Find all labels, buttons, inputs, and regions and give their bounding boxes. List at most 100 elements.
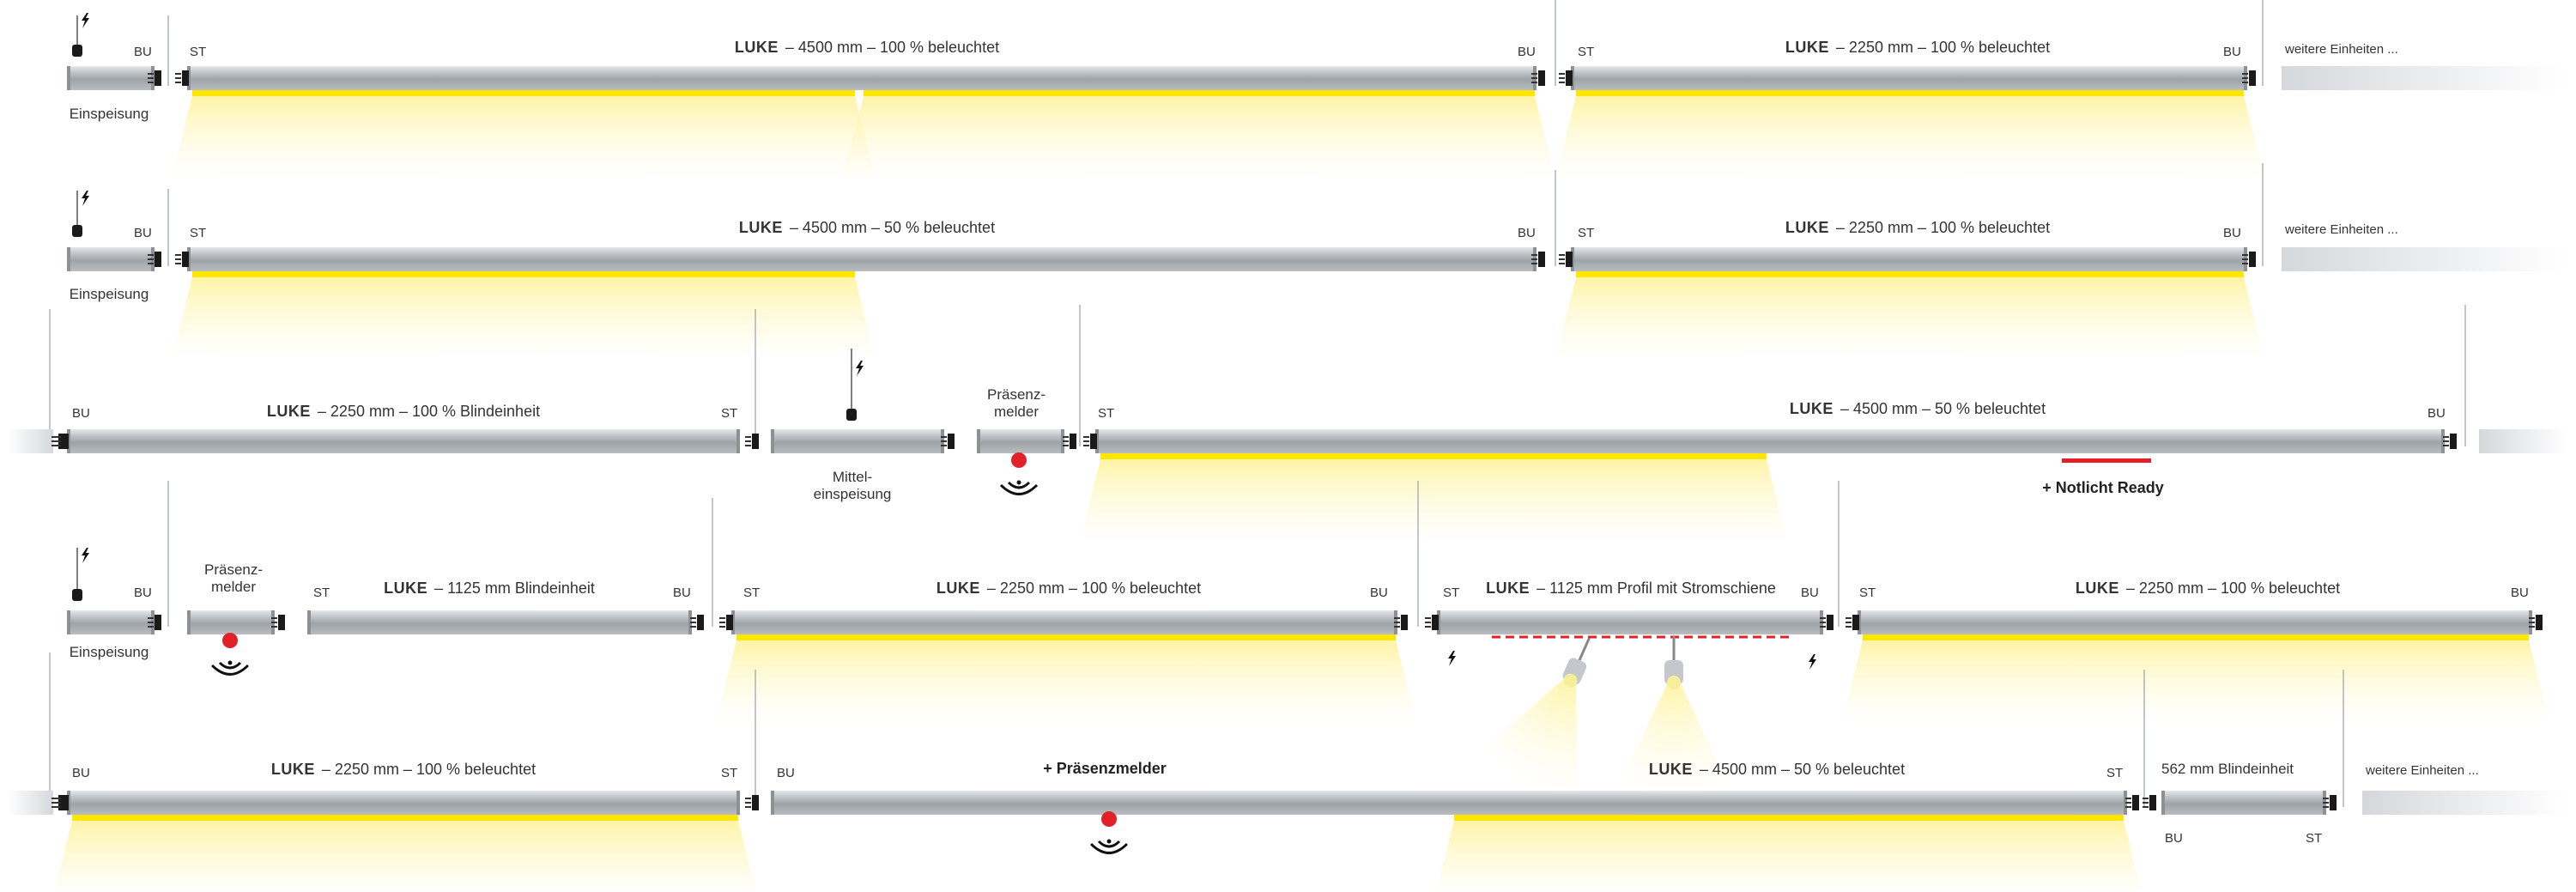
light-cone — [1555, 96, 2265, 182]
st-label: ST — [743, 586, 761, 600]
connector-pin — [148, 263, 154, 264]
connector-pin — [745, 440, 751, 442]
st-label: ST — [2306, 831, 2323, 846]
connector-pin — [1820, 617, 1826, 619]
unit-title: LUKE– 2250 mm – 100 % Blindeinheit — [267, 403, 540, 421]
st-label: ST — [1578, 226, 1595, 240]
connector-pin — [1083, 436, 1089, 438]
end-connector — [1852, 615, 1859, 630]
more-units-label: weitere Einheiten ... — [2366, 763, 2479, 778]
end-connector — [752, 795, 759, 810]
brand-label: LUKE — [1648, 761, 1693, 778]
bu-label: BU — [2165, 831, 2183, 846]
connector-pin — [55, 806, 61, 808]
connector-pin — [1559, 77, 1565, 79]
connector-pin — [2143, 806, 2149, 808]
unit-spec: – 1125 mm Blindeinheit — [434, 579, 595, 597]
unit-title: LUKE– 4500 mm – 50 % beleuchtet — [739, 219, 995, 237]
unit-spec: – 2250 mm – 100 % beleuchtet — [2125, 579, 2341, 597]
connector-pin — [1083, 440, 1089, 442]
continuation-fade — [9, 429, 53, 453]
connector-pin — [745, 802, 751, 804]
connector-pin — [55, 436, 61, 438]
end-connector — [2536, 615, 2543, 630]
end-connector — [155, 70, 161, 86]
connector-pin — [52, 436, 58, 438]
end-cap — [736, 791, 740, 815]
spotlight-icon — [1614, 636, 1734, 798]
connector-pin — [55, 440, 61, 442]
end-cap — [736, 429, 740, 453]
light-strip — [1576, 90, 2244, 96]
connector-pin — [175, 258, 181, 260]
bu-label: BU — [1518, 226, 1536, 240]
brand-label: LUKE — [2075, 579, 2119, 597]
end-connector — [2149, 795, 2156, 810]
center-feed-label: Mittel-einspeisung — [814, 469, 892, 503]
connector-pin — [1846, 617, 1852, 619]
end-connector — [1432, 615, 1439, 630]
connector-pin — [2443, 440, 2449, 442]
power-plug-icon — [72, 589, 82, 601]
unit-title: LUKE– 2250 mm – 100 % beleuchtet — [271, 761, 536, 779]
end-connector — [278, 615, 285, 630]
connector-pin — [1425, 622, 1431, 623]
presence-sensor-label-line1: Präsenz- — [986, 386, 1046, 403]
brand-label: LUKE — [734, 39, 779, 56]
end-connector — [2249, 70, 2256, 86]
connector-pin — [2443, 436, 2449, 438]
motion-sensor-icon — [222, 633, 238, 648]
end-connector — [697, 615, 704, 630]
end-connector — [1090, 434, 1097, 449]
connector-pin — [1083, 445, 1089, 446]
brand-label: LUKE — [738, 219, 783, 236]
connector-pin — [52, 440, 58, 442]
unit-spec: – 4500 mm – 100 % beleuchtet — [785, 39, 1000, 56]
end-connector — [2450, 434, 2457, 449]
st-label: ST — [1098, 406, 1115, 421]
end-connector — [726, 615, 733, 630]
presence-sensor-label: Präsenz-melder — [987, 386, 1046, 421]
unit-title: LUKE – 2250 mm – 100 % beleuchtet — [2076, 579, 2340, 598]
connector-pin — [2143, 802, 2149, 804]
connector-pin — [745, 445, 751, 446]
light-strip — [72, 815, 738, 821]
connector-pin — [2323, 798, 2329, 799]
connector-pin — [148, 73, 154, 75]
connector-pin — [719, 617, 725, 619]
luminaire-profile — [1571, 66, 2247, 90]
bu-label: BU — [1370, 586, 1388, 600]
end-connector — [1070, 434, 1076, 449]
connector-pin — [2242, 73, 2248, 75]
end-cap — [771, 791, 774, 815]
connector-pin — [1531, 73, 1537, 75]
unit-spec: – 2250 mm – 100 % Blindeinheit — [317, 403, 541, 420]
bu-label: BU — [2511, 586, 2529, 600]
brand-label: LUKE — [1785, 39, 1829, 56]
unit-title: LUKE– 4500 mm – 50 % beleuchtet — [1649, 761, 1905, 779]
brand-label: LUKE — [1789, 400, 1834, 417]
luminaire-profile — [1437, 610, 1823, 634]
luminaire-profile — [67, 791, 740, 815]
end-cap — [187, 610, 191, 634]
st-label: ST — [1443, 586, 1460, 600]
continuation-fade — [2362, 791, 2567, 815]
brand-label: LUKE — [1785, 219, 1829, 236]
connector-pin — [1531, 77, 1537, 79]
sensor-wave-icon — [1089, 842, 1129, 854]
light-cone — [842, 96, 1556, 182]
sensor-wave-icon — [1016, 480, 1021, 485]
connector-pin — [2443, 445, 2449, 446]
luminaire-profile — [771, 429, 944, 453]
luminaire-profile — [187, 66, 1537, 90]
presence-sensor-label-line2: melder — [994, 404, 1039, 420]
unit-title: LUKE– 2250 mm – 100 % beleuchtet — [1785, 219, 2050, 237]
connector-pin — [1846, 622, 1852, 623]
connector-pin — [2529, 617, 2535, 619]
light-strip — [192, 90, 855, 96]
continuation-fade — [9, 791, 53, 815]
connector-pin — [271, 626, 277, 628]
sensor-wave-icon — [218, 661, 242, 670]
center-feed-label-line1: Mittel- — [832, 469, 873, 485]
connector-pin — [1531, 263, 1537, 264]
